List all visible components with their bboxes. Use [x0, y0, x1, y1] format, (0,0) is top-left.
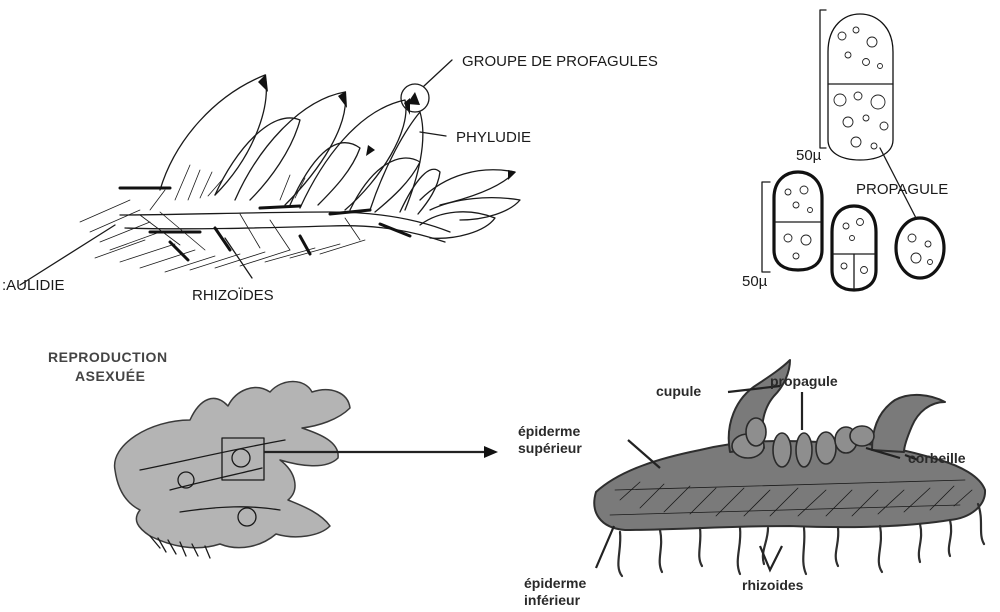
- label-caulidie: :AULIDIE: [2, 277, 65, 294]
- thallus-cross-section: [594, 360, 985, 576]
- moss-stem-drawing: [20, 60, 520, 285]
- label-groupe-de-profagules: GROUPE DE PROFAGULES: [462, 53, 658, 70]
- label-reproduction: REPRODUCTION: [48, 349, 168, 365]
- liverwort-thallus: [115, 382, 350, 559]
- propagule-cells: [762, 10, 944, 290]
- label-rhizoides-bottom: rhizoides: [742, 577, 804, 593]
- label-epiderme-superieur-1: épiderme: [518, 423, 580, 439]
- arrow-head-icon: [484, 446, 498, 458]
- label-propagule-bottom: propagule: [770, 373, 838, 389]
- label-asexuee: ASEXUÉE: [75, 368, 145, 384]
- label-scale-50u-top: 50µ: [796, 147, 822, 164]
- label-epiderme-superieur-2: supérieur: [518, 440, 582, 456]
- label-epiderme-inferieur-2: inférieur: [524, 592, 581, 608]
- label-epiderme-inferieur-1: épiderme: [524, 575, 586, 591]
- label-corbeille: corbeille: [908, 450, 966, 466]
- label-propagule-top: PROPAGULE: [856, 181, 948, 198]
- label-cupule: cupule: [656, 383, 701, 399]
- label-scale-50u-bottom: 50µ: [742, 273, 768, 290]
- label-rhizoides-top: RHIZOÏDES: [192, 287, 274, 304]
- label-phyludie: PHYLUDIE: [456, 129, 531, 146]
